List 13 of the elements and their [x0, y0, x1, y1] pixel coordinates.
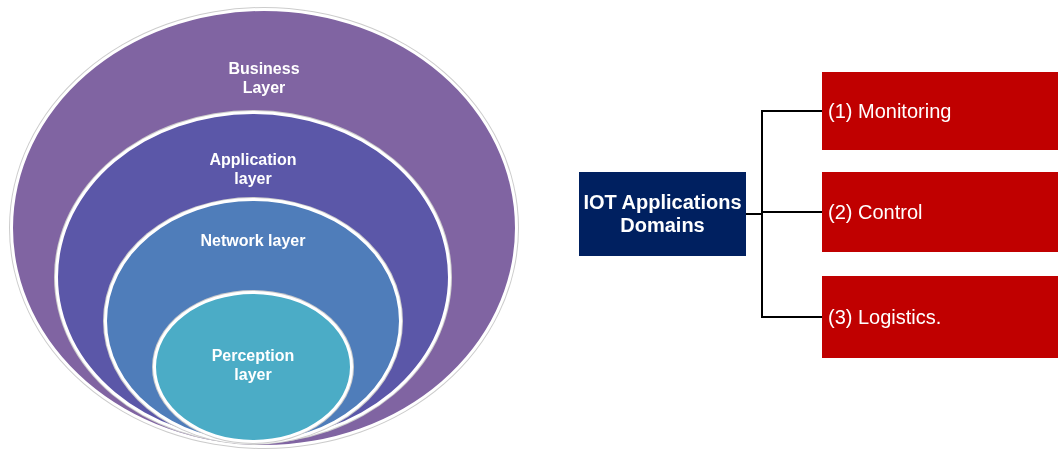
- layer-label: Perception layer: [210, 346, 296, 384]
- layer-label: Application layer: [208, 150, 298, 188]
- domain-box: [822, 72, 1058, 150]
- domain-label: (1) Monitoring: [828, 99, 952, 123]
- domain-box: [822, 276, 1058, 358]
- layer-label: Business Layer: [227, 59, 301, 97]
- domain-label: (2) Control: [828, 200, 923, 224]
- layer-label: Network layer: [199, 231, 307, 250]
- connector-line: [745, 213, 823, 318]
- domain-box: [822, 172, 1058, 252]
- domain-label: IOT Applications Domains: [583, 191, 742, 237]
- domain-box: [579, 172, 746, 256]
- domain-label: (3) Logistics.: [828, 305, 942, 329]
